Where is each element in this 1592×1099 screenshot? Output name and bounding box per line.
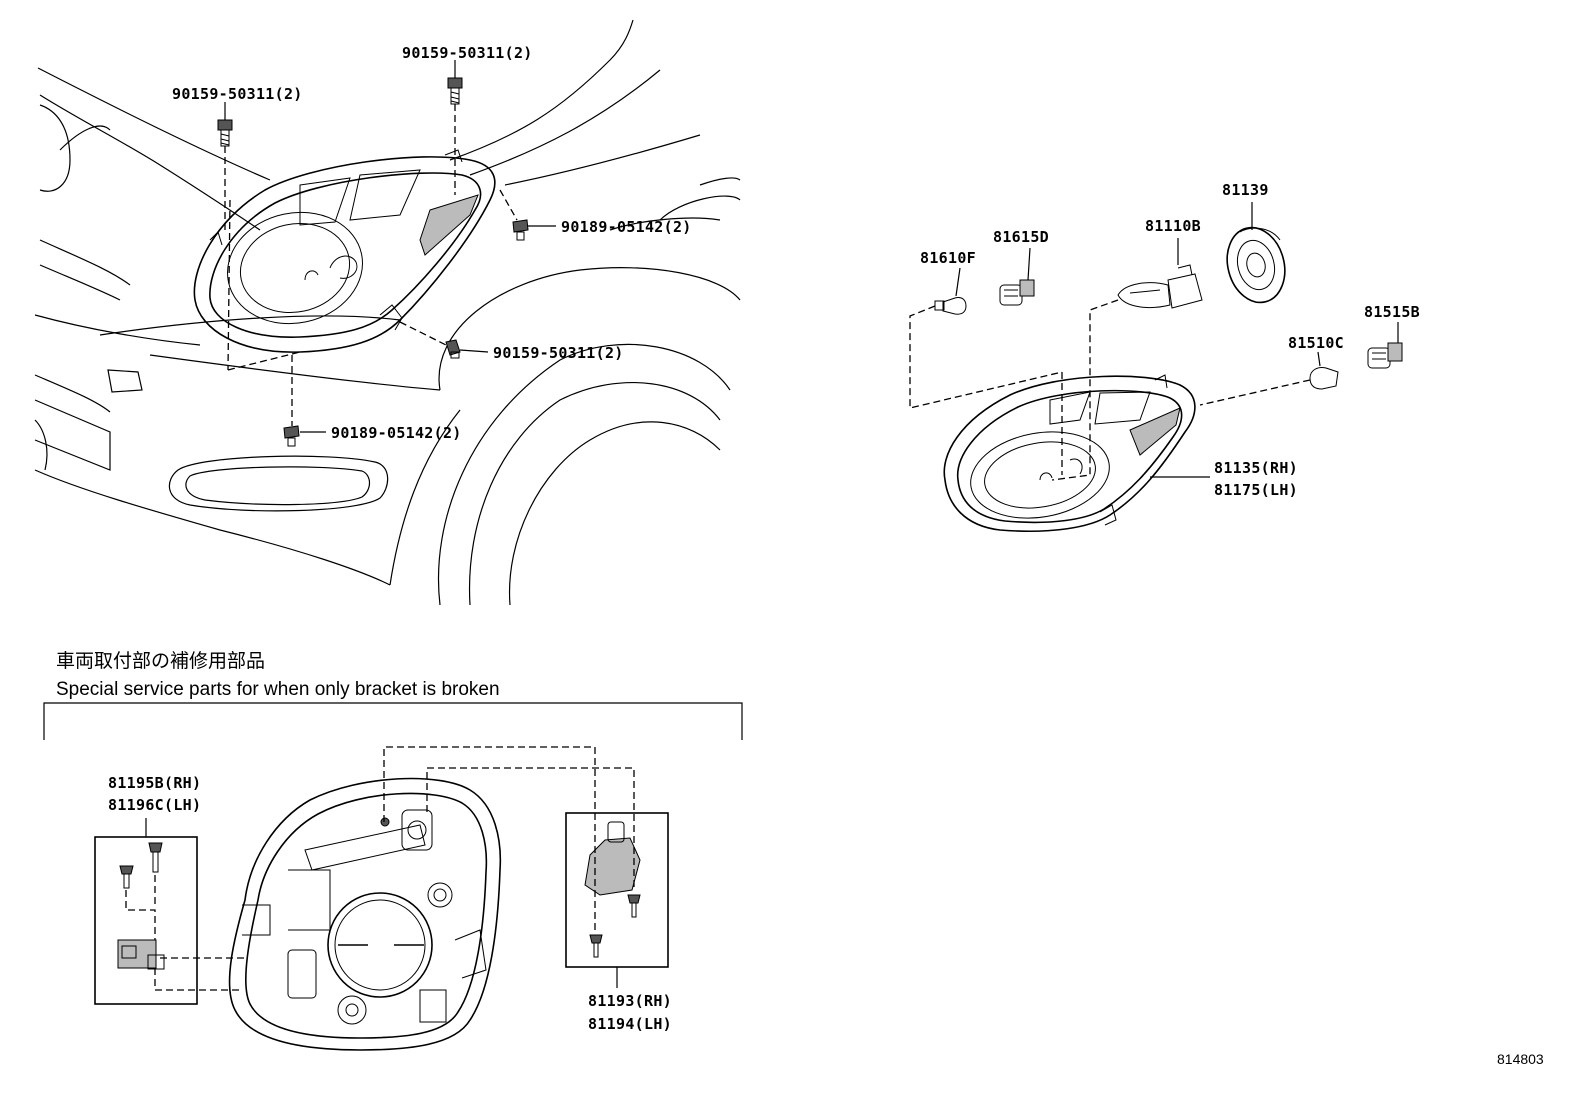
bolt-top-icon (447, 77, 463, 105)
screw-icon-3 (627, 894, 641, 918)
label-81515b: 81515B (1364, 303, 1420, 321)
headlamp-rear-view (228, 777, 502, 1051)
label-bolt-left: 90159-50311(2) (172, 85, 303, 103)
screw-icon (148, 842, 163, 873)
bracket-part-icon (117, 939, 165, 970)
socket-81615d-icon (999, 279, 1035, 306)
label-81510c: 81510C (1288, 334, 1344, 352)
fasteners-vehicle-view (217, 60, 556, 447)
headlamp-installed-view (193, 149, 496, 353)
label-81139: 81139 (1222, 181, 1269, 199)
cap-81139-icon (1226, 226, 1286, 304)
caption-japanese: 車両取付部の補修用部品 (56, 650, 265, 672)
screw-icon (119, 865, 134, 889)
bolt-lower-icon (445, 339, 461, 359)
clip-lower-icon (283, 425, 300, 447)
bracket-part-icon-2 (584, 821, 641, 896)
label-81195b-rh: 81195B(RH) (108, 774, 201, 792)
label-bolt-lower: 90159-50311(2) (493, 344, 624, 362)
label-81135-rh: 81135(RH) (1214, 459, 1298, 477)
headlamp-assembly-exploded (943, 374, 1196, 533)
label-81110b: 81110B (1145, 217, 1201, 235)
socket-81515b-icon (1367, 342, 1403, 369)
service-parts-bracket (43, 702, 743, 740)
reference-number: 814803 (1497, 1051, 1544, 1067)
clip-right-icon (512, 219, 529, 241)
bulb-81110b-icon (1117, 264, 1203, 309)
label-clip-lower: 90189-05142(2) (331, 424, 462, 442)
caption-english: Special service parts for when only brac… (56, 679, 500, 700)
screw-icon-4 (589, 934, 603, 958)
label-clip-right: 90189-05142(2) (561, 218, 692, 236)
bracket-kit-box (94, 836, 198, 1005)
label-81610f: 81610F (920, 249, 976, 267)
label-81196c-lh: 81196C(LH) (108, 796, 201, 814)
label-81194-lh: 81194(LH) (588, 1015, 672, 1033)
label-81193-rh: 81193(RH) (588, 992, 672, 1010)
bolt-left-icon (217, 119, 233, 147)
bulb-81610f-icon (934, 297, 967, 315)
label-81615d: 81615D (993, 228, 1049, 246)
vehicle-front-body (34, 19, 741, 606)
bulb-81510c-icon (1309, 367, 1339, 390)
label-bolt-top: 90159-50311(2) (402, 44, 533, 62)
label-81175-lh: 81175(LH) (1214, 481, 1298, 499)
